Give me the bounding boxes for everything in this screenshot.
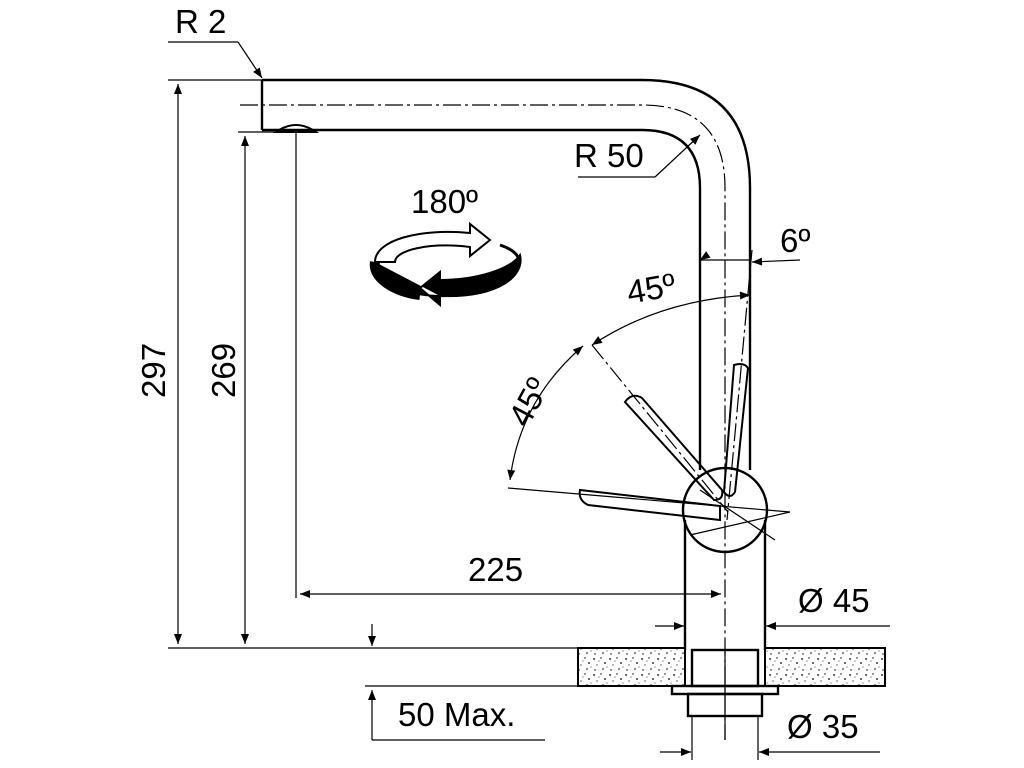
label-angle-45-upper: 45º <box>624 266 678 311</box>
dimension-d35 <box>660 716 880 760</box>
faucet-body <box>681 466 791 650</box>
label-rotation-180: 180º <box>411 183 478 220</box>
label-angle-45-left: 45º <box>501 372 557 432</box>
rotation-arrow-icon <box>369 221 522 308</box>
label-r50: R 50 <box>574 137 644 174</box>
label-50-max: 50 Max. <box>398 696 515 733</box>
label-297: 297 <box>135 343 172 398</box>
faucet-spout <box>240 78 752 740</box>
dimension-297 <box>168 79 590 649</box>
r50-leader <box>578 134 701 178</box>
label-r2: R 2 <box>175 3 226 40</box>
angle-arcs <box>507 251 801 481</box>
dimension-269 <box>238 131 276 644</box>
r2-leader <box>168 41 263 79</box>
dimension-50max <box>365 624 578 741</box>
mounting-shank <box>670 648 780 740</box>
label-diameter-45: Ø 45 <box>798 582 870 619</box>
label-angle-6: 6º <box>780 222 810 259</box>
countertop <box>577 647 886 687</box>
dimension-225 <box>295 130 721 598</box>
label-269: 269 <box>205 343 242 398</box>
label-225: 225 <box>468 551 523 588</box>
label-diameter-35: Ø 35 <box>787 708 859 745</box>
dimension-d45 <box>655 600 890 640</box>
